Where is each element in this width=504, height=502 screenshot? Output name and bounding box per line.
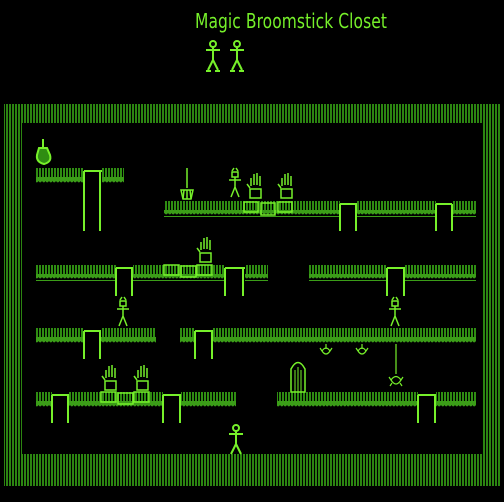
grabbing-hand-icon <box>101 365 117 391</box>
guard-creature <box>389 296 401 327</box>
lives-remaining <box>206 40 244 72</box>
arched-door-icon[interactable] <box>290 361 306 393</box>
spider-icon <box>388 344 404 387</box>
grabbing-hand-icon <box>246 173 262 199</box>
level-title: Magic Broomstick Closet <box>195 9 387 33</box>
spider-icon <box>355 344 369 355</box>
spider-icon <box>319 344 333 355</box>
life-icon <box>206 40 220 72</box>
life-icon <box>230 40 244 72</box>
platform-row-1 <box>36 168 476 217</box>
platform-row-4 <box>36 392 476 408</box>
player-character[interactable] <box>229 424 243 455</box>
outer-wall <box>4 104 500 486</box>
guard-creature <box>229 167 241 198</box>
grabbing-hand-icon <box>196 237 212 263</box>
platform-row-2 <box>36 265 476 281</box>
platform-blocks <box>100 201 293 405</box>
potion-bottle-icon[interactable] <box>35 139 52 166</box>
grabbing-hand-icon <box>133 365 149 391</box>
platform-row-3 <box>36 328 476 344</box>
guard-creature <box>117 296 129 327</box>
gate-posts <box>51 170 453 423</box>
grabbing-hand-icon <box>277 173 293 199</box>
broomstick-icon[interactable] <box>180 168 194 200</box>
